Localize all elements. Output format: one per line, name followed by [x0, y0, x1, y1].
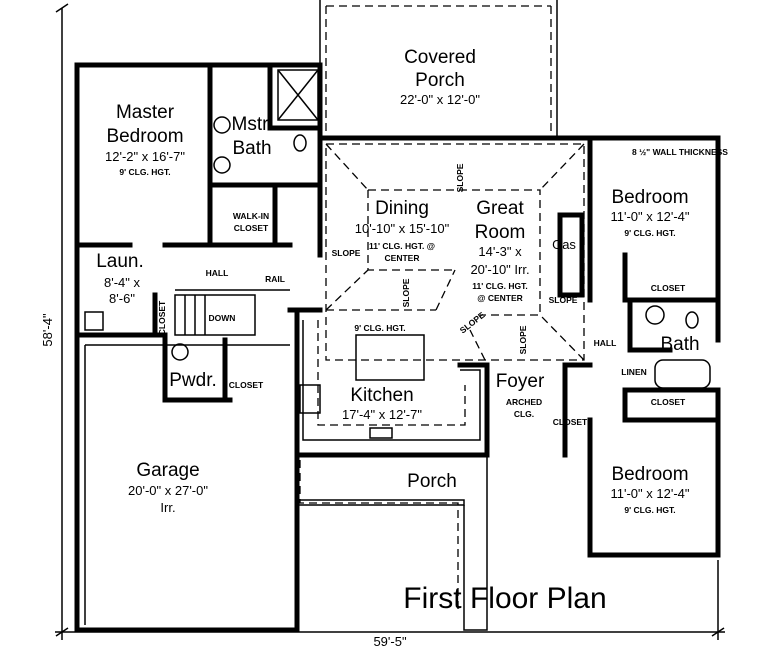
bathtub — [654, 359, 711, 389]
plan-title: First Floor Plan — [403, 582, 606, 615]
depth-dimension: 58'-4" — [40, 313, 55, 347]
slope-label: SLOPE — [549, 295, 578, 305]
fireplace-label: Gas — [552, 237, 576, 252]
slope-label: SLOPE — [332, 248, 361, 258]
room-label: Porch — [415, 70, 465, 91]
room-label: Kitchen — [350, 385, 413, 406]
toilet-icon — [685, 311, 699, 329]
room-size: 8'-6" — [109, 291, 135, 306]
room-label: Master — [116, 102, 175, 123]
room-size: 8'-4" x — [104, 275, 140, 290]
shower — [277, 69, 319, 121]
slope-label: SLOPE — [458, 310, 487, 336]
rail-label: RAIL — [265, 274, 285, 284]
room-label: Pwdr. — [169, 370, 217, 391]
wall-note: 8 ½" WALL THICKNESS — [632, 147, 728, 157]
room-label: Mstr — [232, 114, 270, 135]
room-size: 10'-10" x 15'-10" — [355, 221, 450, 236]
room-size: 20'-10" Irr. — [470, 262, 529, 277]
room-size: 17'-4" x 12'-7" — [342, 407, 422, 422]
ceiling-height: 11' CLG. HGT. @ — [369, 241, 435, 251]
room-label: Room — [475, 222, 526, 243]
room-label: Foyer — [496, 371, 545, 392]
ceiling-height: 9' CLG. HGT. — [624, 505, 675, 515]
ceiling-tray — [325, 143, 585, 361]
room-label: Bedroom — [106, 126, 183, 147]
room-label: Bath — [660, 334, 699, 355]
ceiling-height: 9' CLG. HGT. — [354, 323, 405, 333]
ceiling-height: 9' CLG. HGT. — [624, 228, 675, 238]
closet-label: CLOSET — [229, 380, 264, 390]
room-label: Bedroom — [611, 187, 688, 208]
laundry-sink — [84, 311, 104, 331]
room-size: 20'-0" x 27'-0" — [128, 483, 208, 498]
hall-label: HALL — [594, 338, 617, 348]
covered-porch — [319, 0, 558, 138]
width-dimension: 59'-5" — [373, 634, 407, 649]
kitchen-counters — [299, 320, 481, 441]
closet-label: CLOSET — [651, 397, 686, 407]
stairs — [174, 289, 290, 336]
slope-label: SLOPE — [455, 163, 465, 192]
hall-label: HALL — [206, 268, 229, 278]
ceiling-height: 11' CLG. HGT. — [472, 281, 527, 291]
room-label: WALK-IN — [233, 211, 269, 221]
sink-icon — [645, 305, 665, 325]
room-label: Covered — [404, 47, 476, 68]
room-size: 22'-0" x 12'-0" — [400, 92, 480, 107]
room-label: Garage — [136, 460, 199, 481]
foyer-note: ARCHED — [506, 397, 542, 407]
sink-icon — [213, 156, 231, 174]
room-label: Porch — [407, 471, 457, 492]
room-size: 11'-0" x 12'-4" — [611, 486, 690, 501]
sink-icon — [171, 343, 189, 361]
room-label: CLOSET — [234, 223, 269, 233]
room-size: 14'-3" x — [478, 244, 522, 259]
ceiling-height: 9' CLG. HGT. — [119, 167, 170, 177]
slope-label: SLOPE — [518, 325, 528, 354]
interior-walls — [74, 62, 721, 458]
stairs-label: DOWN — [209, 313, 236, 323]
front-porch — [296, 455, 488, 631]
range-icon — [299, 384, 321, 414]
kitchen-island — [355, 334, 425, 381]
sink-icon — [213, 116, 231, 134]
room-label: Bath — [232, 138, 271, 159]
ceiling-height: @ CENTER — [477, 293, 523, 303]
foyer-note: CLG. — [514, 409, 534, 419]
room-size: 11'-0" x 12'-4" — [611, 209, 690, 224]
ceiling-height: CENTER — [385, 253, 420, 263]
closet-label: CLOSET — [157, 300, 167, 335]
linen-label: LINEN — [621, 367, 647, 377]
closet-label: CLOSET — [651, 283, 686, 293]
room-size: 12'-2" x 16'-7" — [105, 149, 185, 164]
toilet-icon — [293, 134, 307, 152]
closet-label: CLOSET — [553, 417, 588, 427]
room-note: Irr. — [160, 500, 175, 515]
sink-icon — [369, 427, 393, 439]
slope-label: SLOPE — [401, 278, 411, 307]
room-label: Bedroom — [611, 464, 688, 485]
room-label: Great — [476, 198, 524, 219]
room-label: Dining — [375, 198, 429, 219]
exterior-walls — [74, 62, 721, 633]
room-label: Laun. — [96, 251, 144, 272]
